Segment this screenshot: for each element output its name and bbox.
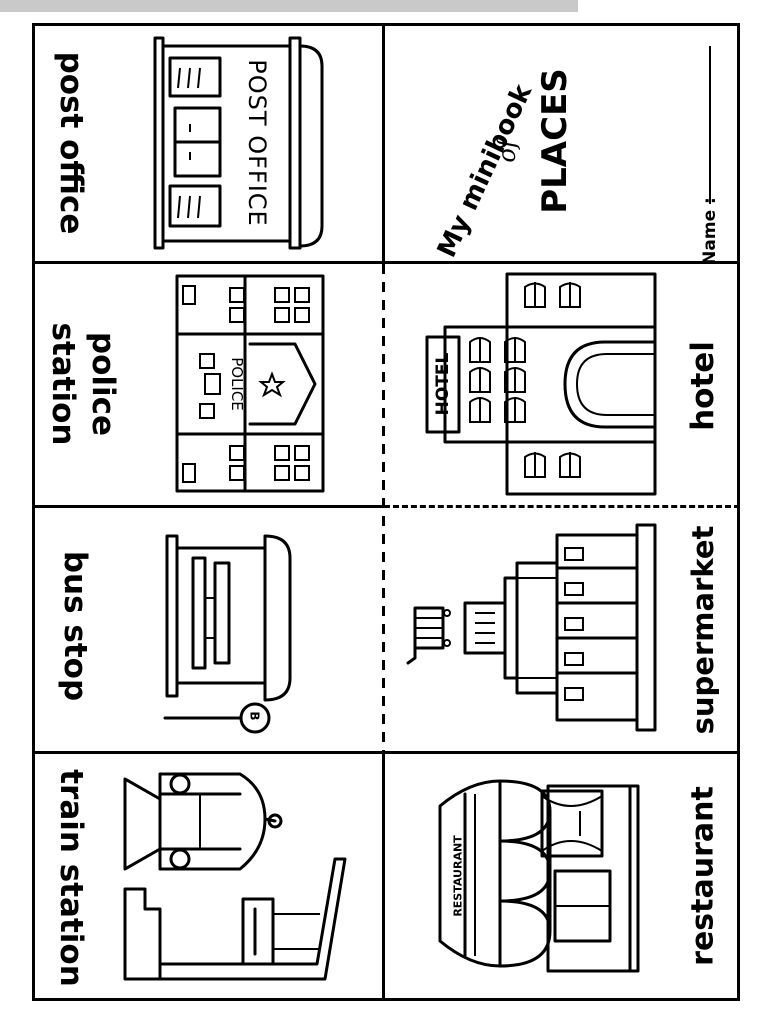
restaurant-building-icon	[438, 779, 640, 973]
divider-right-3	[384, 751, 740, 754]
panel-bus-stop: bus stop B	[35, 508, 382, 751]
star-icon	[258, 371, 286, 398]
police-station-label-line1: police	[85, 331, 121, 437]
cover-name-line	[709, 46, 711, 204]
divider-left-2	[32, 505, 384, 508]
post-office-label: post office	[53, 51, 89, 235]
police-station-sign: POLICE	[228, 357, 246, 411]
police-station-label-line2: station	[45, 322, 81, 446]
panel-train-station: train station	[35, 754, 382, 998]
restaurant-sign: RESTAURANT	[451, 835, 465, 917]
divider-left-3	[32, 751, 384, 754]
divider-right-1	[384, 261, 740, 264]
police-station-building-icon	[175, 274, 325, 493]
hotel-sign: HOTEL	[433, 352, 453, 416]
divider-left-1	[32, 261, 384, 264]
train-station-label: train station	[53, 769, 89, 987]
cut-line-right-2	[384, 505, 740, 508]
train-station-icon	[123, 772, 347, 981]
panel-cover: My minibook of PLACES Name :	[385, 26, 737, 265]
top-scroll-bar	[0, 0, 578, 12]
panel-hotel: HOTEL hotel	[385, 264, 737, 505]
minibook-sheet	[32, 23, 740, 1001]
cover-name-label: Name :	[700, 197, 720, 265]
bus-stop-sign: B	[247, 711, 262, 721]
restaurant-label: restaurant	[685, 786, 721, 966]
supermarket-label: supermarket	[686, 525, 720, 735]
hotel-building-icon	[425, 272, 657, 496]
hotel-label: hotel	[685, 341, 721, 431]
bus-stop-label: bus stop	[57, 550, 93, 702]
shopping-cart-icon	[406, 606, 451, 665]
cut-line-center	[382, 264, 385, 751]
cover-title-line2: of	[493, 139, 521, 163]
panel-police-station: police station POLICE	[35, 264, 382, 505]
post-office-sign: POST OFFICE	[243, 59, 271, 227]
bus-stop-shelter-icon	[163, 534, 292, 734]
panel-restaurant: RESTAURANT restaurant	[385, 754, 737, 998]
panel-supermarket: supermarket	[385, 508, 737, 751]
supermarket-building-icon	[463, 523, 657, 732]
post-office-building-icon	[153, 36, 324, 250]
cover-title-places: PLACES	[535, 68, 575, 214]
cover-title-line1: My minibook	[431, 79, 539, 263]
panel-post-office: post office POST OFFICE	[35, 26, 382, 261]
